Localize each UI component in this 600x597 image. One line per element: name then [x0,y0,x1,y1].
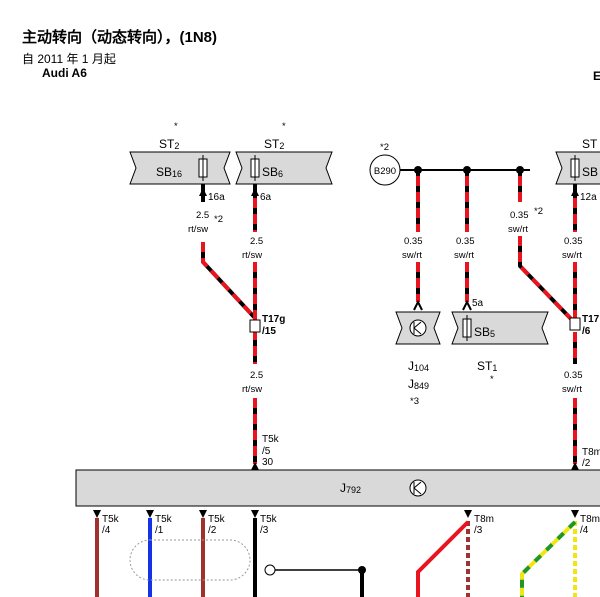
connector-pin: /3 [474,525,483,536]
fuse-box-body [235,151,333,185]
j792-label: J792 [340,481,361,495]
sb5-body [451,311,549,345]
fuse-box-name: ST2 [264,137,284,151]
j849-note: *3 [410,396,419,407]
connector-pin: /6 [582,326,591,337]
wire-color: rt/sw [188,224,208,235]
wire-labels: 2.5 *2 rt/sw 2.5 rt/sw 0.35 sw/rt 0.35 s… [188,206,583,395]
wire-size: 0.35 [456,236,475,247]
star-mark: * [490,374,494,385]
j104-label: J104 [408,359,429,373]
connector-name: T8m [582,447,600,458]
connector-t17g: T17g /15 [249,314,285,337]
connector-pin: /1 [155,525,164,536]
fuse-icon [198,155,208,181]
wire-size: 0.35 [404,236,423,247]
vehicle-model: Audi A6 [42,66,87,80]
fuse-label: SB5 [474,325,495,339]
connector-name: T5k [208,514,226,525]
wire-size: 2.5 [250,236,263,247]
connector-pin: /4 [580,525,589,536]
b290-label: B290 [374,166,396,177]
control-unit-icon [409,319,427,337]
wire-size: 0.35 [564,370,583,381]
connector-name: T5k [260,514,278,525]
fuse-box-st1-sb5: 5a SB5 ST1 * [451,298,549,385]
fuse-box-name: ST [582,137,598,151]
wire-t5k-3-black [253,518,366,597]
connector-pin: /3 [260,525,269,536]
star-mark: * [282,121,286,132]
wire-size: 2.5 [250,370,263,381]
wire-b290-t17 [518,170,576,324]
connector-t17: T17 /6 [569,314,600,337]
pin-6a: 6a [260,192,272,203]
fuse-icon [570,155,580,181]
connector-pin2: 30 [262,457,274,468]
diagram-subtitle: 自 2011 年 1 月起 [22,52,116,66]
fuse-label: SB6 [262,165,283,179]
fuse-icon [250,155,260,181]
b290-note: *2 [380,142,389,153]
wire-color: sw/rt [402,250,422,261]
pin-5a: 5a [472,298,484,309]
j849-label: J849 [408,377,429,391]
connector-pin: /5 [262,446,271,457]
fuse-box-name: ST1 [477,359,497,373]
connector-t8m-in: T8m /2 [582,447,600,469]
bottom-connector-arrows [93,510,579,518]
fuse-label: SB [582,165,598,179]
star-mark: * [174,121,178,132]
wire-color: rt/sw [242,250,262,261]
connector-name: T8m [474,514,494,525]
connector-pin: /15 [262,326,276,337]
connector-name: T17 [582,314,600,325]
fuse-box-st2-sb16: * ST2 SB16 [129,121,231,185]
wire-size: 0.35 [564,236,583,247]
bottom-connector-labels: T5k /4 T5k /1 T5k /2 T5k /3 T8m /3 T8m /… [102,514,600,536]
twisted-pair-shield [129,539,251,581]
fuse-label: SB16 [156,165,182,179]
connector-name: T5k [262,434,280,445]
wire-color: sw/rt [508,224,528,235]
wire-color: sw/rt [562,384,582,395]
connector-name: T5k [155,514,173,525]
connector-pin: /2 [582,458,591,469]
pin-16a: 16a [208,192,225,203]
connector-pin: /4 [102,525,111,536]
component-j104: J104 J849 *3 [395,299,441,407]
connector-name: T17g [262,314,285,325]
connector-t5k-in: T5k /5 30 [262,434,280,468]
wire-t8m-4-yellow-green [520,518,577,597]
wire-t8m-3-brown [416,518,470,597]
wire-size: 2.5 [196,210,209,221]
fuse-box-name: ST2 [159,137,179,151]
connector-pin: /2 [208,525,217,536]
fuse-box-st-right: ST SB [555,137,600,185]
fuse-box-st2-sb6: * ST2 SB6 [235,121,333,185]
wire-color: rt/sw [242,384,262,395]
wire-note: *2 [534,206,543,217]
control-unit-j792: J792 [75,469,600,507]
pin-12a: 12a [580,192,597,203]
wire-color: sw/rt [562,250,582,261]
diagram-title: 主动转向（动态转向），(1N8) [22,29,218,46]
connector-name: T8m [580,514,600,525]
fuse-box-body [129,151,231,185]
connector-name: T5k [102,514,120,525]
wire-note: *2 [214,214,223,225]
j792-body [75,469,600,507]
control-unit-icon [409,479,427,497]
edge-letter: E [593,69,600,83]
sensor-b290: *2 B290 [369,142,401,186]
wire-size: 0.35 [510,210,529,221]
fuse-icon [462,315,472,341]
wire-color: sw/rt [454,250,474,261]
